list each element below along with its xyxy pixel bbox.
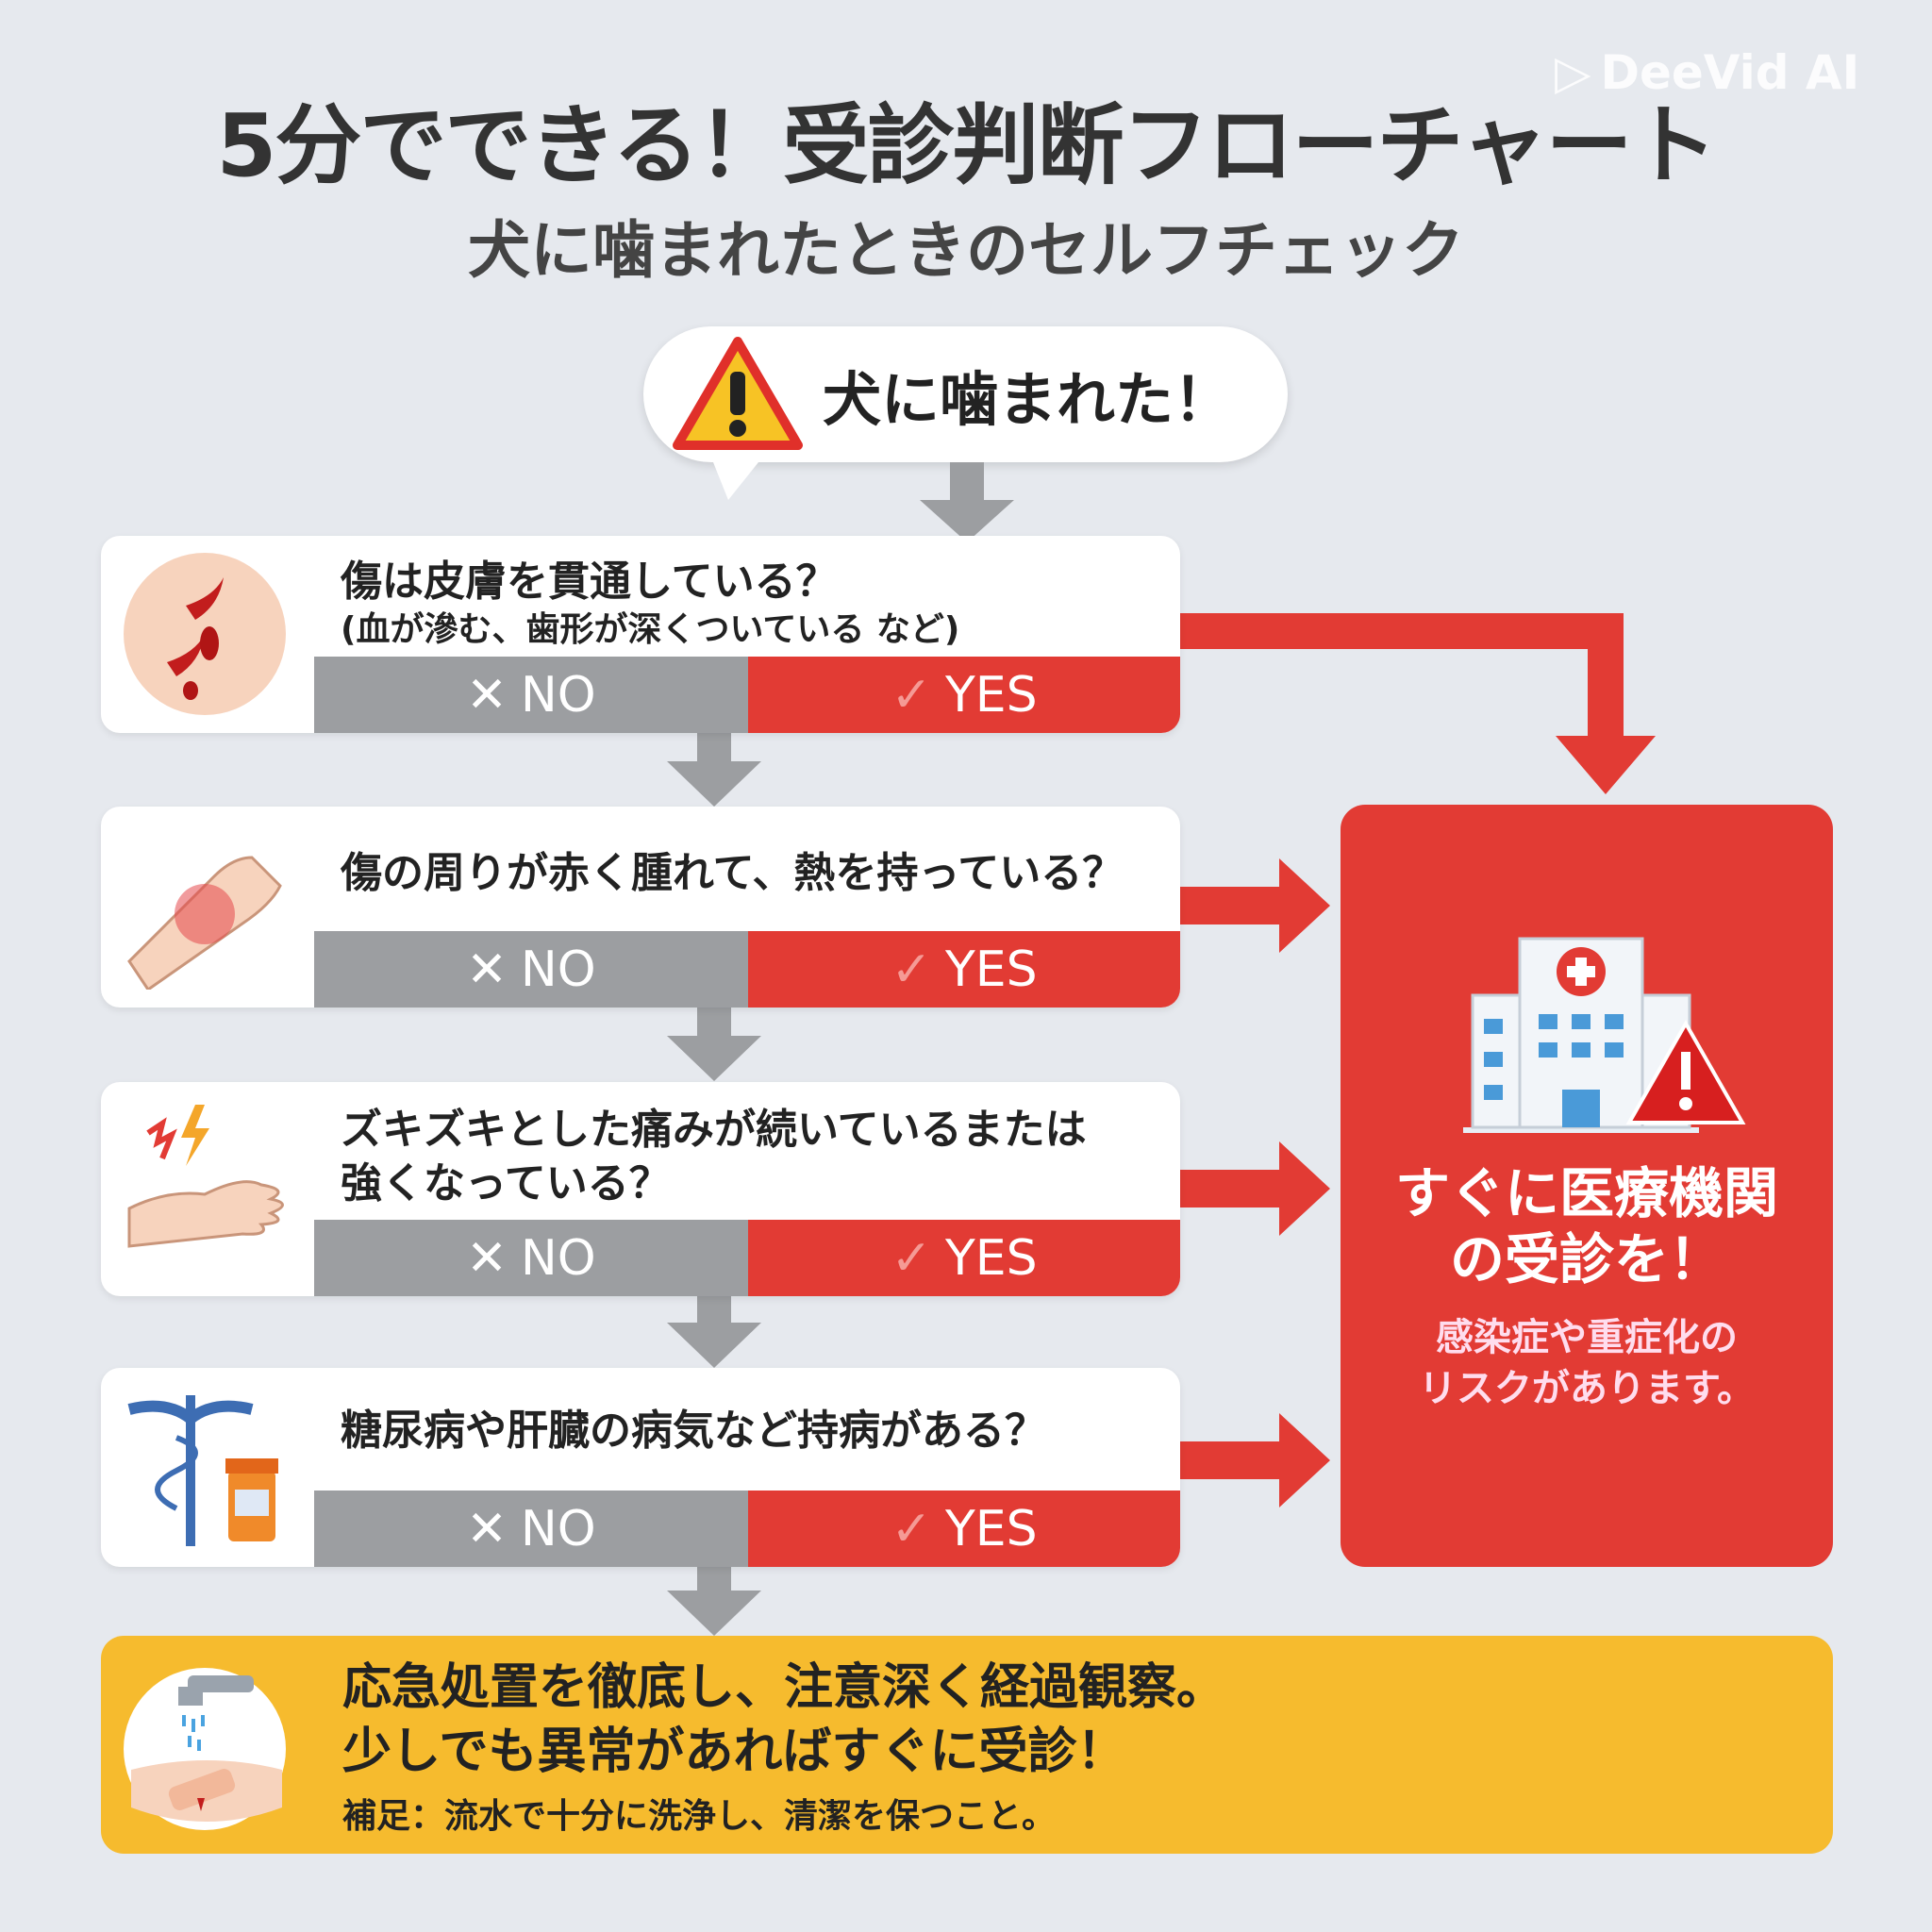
yes-button[interactable]: ✓YES	[748, 1220, 1180, 1296]
arrow-q4-yes	[1180, 1413, 1330, 1507]
arrow-q3-yes	[1180, 1141, 1330, 1236]
question-card-4: 糖尿病や肝臓の病気など持病がある？ ✕NO✓YES	[101, 1368, 1180, 1567]
watermark: ▷DeeVid AI	[1555, 45, 1860, 100]
arrow-q2-yes	[1180, 858, 1330, 953]
question-card-3: ズキズキとした痛みが続いているまたは強くなっている？ ✕NO✓YES	[101, 1082, 1180, 1296]
x-icon: ✕	[466, 666, 508, 724]
hospital-warning-icon	[1463, 937, 1746, 1133]
arrow-q2-down	[667, 1008, 761, 1081]
result-see-doctor-panel: すぐに医療機関の受診を！ 感染症や重症化のリスクがあります。	[1341, 805, 1833, 1567]
play-logo-icon: ▷	[1555, 45, 1591, 100]
check-icon: ✓	[891, 1500, 932, 1557]
check-icon: ✓	[891, 1229, 932, 1287]
start-bubble: 犬に噛まれた！	[643, 326, 1288, 462]
check-icon: ✓	[891, 666, 932, 724]
page-subtitle: 犬に噛まれたときのセルフチェック	[468, 214, 1464, 287]
yes-button[interactable]: ✓YES	[748, 657, 1180, 733]
yes-button[interactable]: ✓YES	[748, 931, 1180, 1008]
start-label: 犬に噛まれた！	[823, 365, 1233, 434]
caduceus-medicine-icon	[127, 1395, 278, 1546]
result-heading: 応急処置を徹底し、注意深く経過観察。少しでも異常があればすぐに受診！	[342, 1659, 1226, 1780]
no-button[interactable]: ✕NO	[314, 657, 748, 733]
question-card-2: 傷の周りが赤く腫れて、熱を持っている？ ✕NO✓YES	[101, 807, 1180, 1008]
x-icon: ✕	[466, 1500, 508, 1557]
washing-wound-icon	[124, 1668, 286, 1830]
swollen-arm-icon	[127, 856, 282, 990]
question-text: 糖尿病や肝臓の病気など持病がある？	[341, 1407, 1046, 1455]
warning-icon	[673, 337, 803, 450]
page-title: 5分でできる！受診判断フローチャート	[216, 95, 1717, 196]
question-text: 傷の周りが赤く腫れて、熱を持っている？	[341, 849, 1124, 897]
result-note: 補足：流水で十分に洗浄し、清潔を保つこと。	[342, 1797, 1057, 1836]
no-button[interactable]: ✕NO	[314, 1491, 748, 1567]
question-text: 傷は皮膚を貫通している？(血が滲む、歯形が深くついている など)	[341, 558, 960, 650]
check-icon: ✓	[891, 941, 932, 998]
bubble-tail	[709, 453, 766, 500]
result-observe-panel: 応急処置を徹底し、注意深く経過観察。少しでも異常があればすぐに受診！ 補足：流水…	[101, 1636, 1833, 1854]
result-subtext: 感染症や重症化のリスクがあります。	[1419, 1316, 1755, 1410]
arrow-q3-down	[667, 1296, 761, 1368]
result-heading: すぐに医療機関の受診を！	[1394, 1161, 1778, 1291]
arrow-q1-down	[667, 733, 761, 807]
x-icon: ✕	[466, 1229, 508, 1287]
arrow-start-down	[920, 462, 1014, 542]
question-text: ズキズキとした痛みが続いているまたは強くなっている？	[341, 1106, 1087, 1208]
no-button[interactable]: ✕NO	[314, 1220, 748, 1296]
throbbing-pain-hand-icon	[127, 1105, 284, 1248]
arrow-q4-down	[667, 1567, 761, 1636]
x-icon: ✕	[466, 941, 508, 998]
no-button[interactable]: ✕NO	[314, 931, 748, 1008]
yes-button[interactable]: ✓YES	[748, 1491, 1180, 1567]
arrow-q1-yes	[1180, 613, 1656, 794]
question-card-1: 傷は皮膚を貫通している？(血が滲む、歯形が深くついている など) ✕NO✓YES	[101, 536, 1180, 733]
bite-wound-icon	[124, 553, 286, 715]
